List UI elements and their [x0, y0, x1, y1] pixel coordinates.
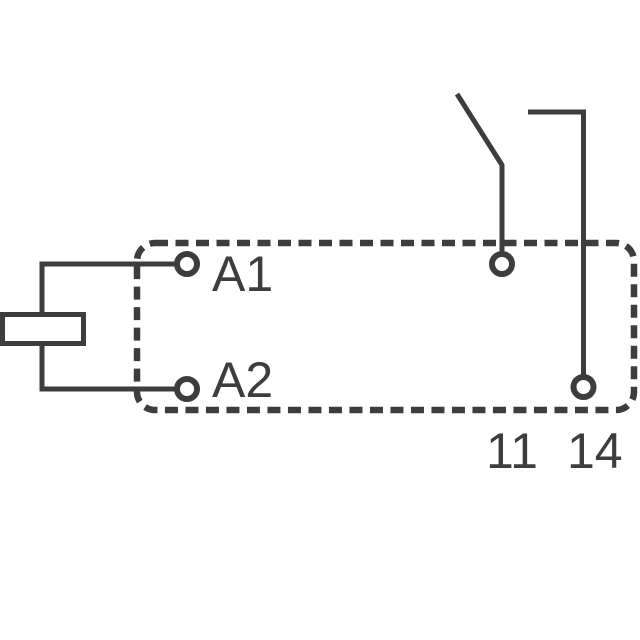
terminal-circles [174, 251, 597, 402]
coil-symbol [0, 312, 86, 346]
terminal-a2 [174, 376, 200, 402]
terminal-a1 [174, 251, 200, 277]
terminal-labels: A1 A2 11 14 [212, 246, 623, 479]
label-11: 11 [486, 423, 538, 479]
label-a2: A2 [212, 352, 273, 408]
terminal-11 [489, 251, 515, 277]
label-a1: A1 [212, 246, 273, 302]
label-14: 14 [567, 423, 623, 479]
terminal-14 [570, 374, 597, 400]
relay-body-outline [133, 239, 638, 414]
contact-wire-14 [528, 109, 586, 375]
coil-wire-a2 [39, 346, 175, 392]
schematic-linework [0, 92, 638, 414]
coil-wire-a1 [39, 261, 175, 312]
switch-arm [454, 92, 505, 252]
